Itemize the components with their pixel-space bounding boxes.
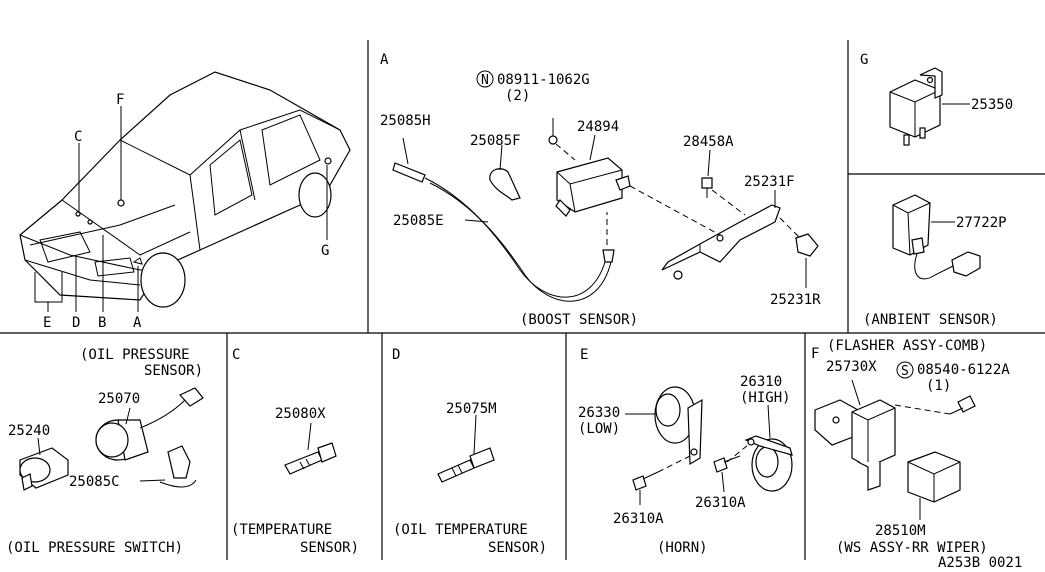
car-label-c: C [74, 129, 82, 145]
part-25240: 25240 [8, 423, 50, 439]
horn-drawing [625, 386, 793, 505]
part-25085h: 25085H [380, 113, 431, 129]
part-25075m: 25075M [446, 401, 497, 417]
drawing-code: A253B 0021 [938, 555, 1022, 571]
part-26330: 26330 [578, 405, 620, 421]
part-28510m: 28510M [875, 523, 926, 539]
part-08911-1062g: 08911-1062G [497, 72, 590, 88]
car-leader-lines [34, 106, 328, 312]
panel-e-letter: E [580, 347, 588, 363]
bolt-s-symbol-circle [896, 361, 914, 379]
caption-horn: (HORN) [657, 540, 708, 556]
caption-boost-sensor: (BOOST SENSOR) [520, 312, 638, 328]
car-label-g: G [321, 243, 329, 259]
panel-f-letter: F [811, 346, 819, 362]
caption-oil-temperature-sensor-2: SENSOR) [488, 540, 547, 556]
bolt-n-symbol: N [481, 73, 489, 88]
part-25085f: 25085F [470, 133, 521, 149]
part-26330-note: (LOW) [578, 421, 620, 437]
part-27722p: 27722P [956, 215, 1007, 231]
part-25231r: 25231R [770, 292, 821, 308]
caption-temperature-sensor-1: (TEMPERATURE [231, 522, 332, 538]
part-25085c: 25085C [69, 474, 120, 490]
part-26310a-low: 26310A [613, 511, 664, 527]
caption-flasher-assy: (FLASHER ASSY-COMB) [827, 338, 987, 354]
caption-ws-assy-rr-wiper: (WS ASSY-RR WIPER) [836, 540, 988, 556]
panel-d-letter: D [392, 347, 400, 363]
car-label-a: A [133, 315, 142, 331]
car-label-b: B [98, 315, 106, 331]
part-26310-note: (HIGH) [740, 390, 791, 406]
part-28458a: 28458A [683, 134, 734, 150]
caption-oil-temperature-sensor-1: (OIL TEMPERATURE [393, 522, 528, 538]
relay-25350-drawing [889, 67, 970, 146]
part-25730x: 25730X [826, 359, 877, 375]
part-25085e: 25085E [393, 213, 444, 229]
flasher-drawing [814, 379, 976, 520]
part-08911-qty: (2) [505, 88, 530, 104]
part-24894: 24894 [577, 119, 619, 135]
caption-oil-pressure-sensor-2: SENSOR) [144, 363, 203, 379]
oil-temperature-sensor-drawing [437, 414, 495, 483]
car-illustration [19, 71, 351, 308]
bolt-s-symbol: S [901, 364, 909, 379]
part-25080x: 25080X [275, 406, 326, 422]
bolt-n-symbol-circle [476, 70, 494, 88]
boost-sensor-drawing [392, 118, 819, 302]
caption-oil-pressure-switch: (OIL PRESSURE SWITCH) [6, 540, 183, 556]
panel-a-letter: A [380, 52, 389, 68]
part-26310a-high: 26310A [695, 495, 746, 511]
car-label-e: E [43, 315, 51, 331]
car-label-f: F [116, 92, 124, 108]
car-label-d: D [72, 315, 80, 331]
temperature-sensor-drawing [284, 422, 337, 475]
panel-dividers [0, 40, 1045, 560]
part-25231f: 25231F [744, 174, 795, 190]
caption-oil-pressure-sensor-1: (OIL PRESSURE [80, 347, 190, 363]
caption-temperature-sensor-2: SENSOR) [300, 540, 359, 556]
part-08540-6122a: 08540-6122A [917, 362, 1010, 378]
panel-c-letter: C [232, 347, 240, 363]
panel-g-letter: G [860, 52, 868, 68]
part-26310: 26310 [740, 374, 782, 390]
part-08540-qty: (1) [926, 378, 951, 394]
part-25350: 25350 [971, 97, 1013, 113]
ambient-sensor-drawing [892, 194, 981, 280]
part-25070: 25070 [98, 391, 140, 407]
oil-pressure-sensor-drawing [19, 387, 204, 491]
caption-ambient-sensor: (ANBIENT SENSOR) [863, 312, 998, 328]
